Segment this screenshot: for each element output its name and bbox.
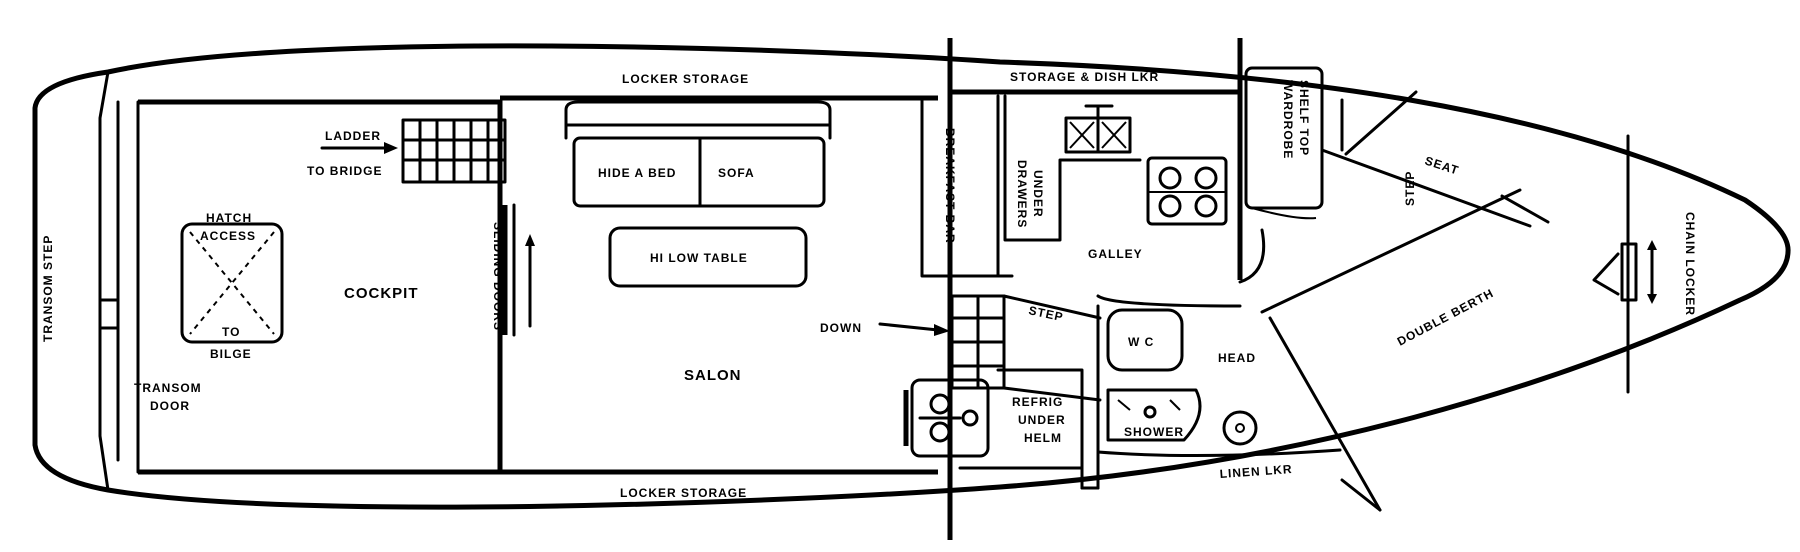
forward-cabin [1260, 98, 1550, 512]
label-to-bridge: TO BRIDGE [307, 164, 382, 178]
cockpit-area [136, 99, 503, 475]
breakfast-bar[interactable] [920, 38, 1000, 540]
label-locker-storage-top: LOCKER STORAGE [622, 72, 749, 86]
label-down: DOWN [820, 321, 862, 335]
label-refrig-under: UNDER [1018, 413, 1066, 427]
label-locker-storage-bottom: LOCKER STORAGE [620, 486, 747, 500]
head-compartment [1080, 294, 1242, 490]
label-salon: SALON [684, 367, 742, 384]
label-linen-locker: LINEN LKR [1219, 462, 1293, 481]
label-door: DOOR [150, 399, 190, 413]
label-sofa: SOFA [718, 166, 755, 180]
galley-area [950, 89, 1240, 278]
label-ladder: LADDER [325, 129, 381, 143]
label-bilge: BILGE [210, 347, 252, 361]
label-step-companionway: STEP [1027, 303, 1064, 324]
label-transom: TRANSOM [134, 381, 202, 395]
toilet-wc[interactable] [1106, 308, 1184, 372]
stove[interactable] [1146, 156, 1228, 226]
seat[interactable] [1344, 90, 1418, 156]
label-hatch-to: TO [222, 325, 240, 339]
ladder-to-bridge[interactable] [320, 118, 507, 184]
label-hi-low-table: HI LOW TABLE [650, 251, 748, 265]
label-wardrobe: WARDROBE [1281, 80, 1295, 159]
label-hatch: HATCH [206, 211, 252, 225]
label-double-berth: DOUBLE BERTH [1395, 286, 1496, 349]
label-step-forward: STEP [1403, 171, 1417, 206]
label-refrig-helm: HELM [1024, 431, 1062, 445]
shower[interactable] [1106, 388, 1202, 442]
helm-station[interactable] [903, 378, 990, 458]
sink[interactable] [1064, 104, 1132, 154]
label-wc: W C [1128, 335, 1154, 349]
chain-locker[interactable] [1592, 134, 1657, 394]
wardrobe[interactable] [1237, 38, 1324, 284]
label-head: HEAD [1218, 351, 1256, 365]
label-access: ACCESS [200, 229, 256, 243]
label-storage-dish-locker: STORAGE & DISH LKR [1010, 70, 1159, 84]
hull-outline [32, 43, 1791, 510]
label-refrig: REFRIG [1012, 395, 1063, 409]
label-drawers-under: UNDER [1031, 170, 1045, 218]
hatch-access-to-bilge[interactable] [180, 222, 284, 344]
label-seat: SEAT [1423, 154, 1461, 178]
label-transom-step: TRANSOM STEP [41, 235, 55, 342]
label-sliding-doors: SLIDING DOORS [491, 222, 505, 331]
label-shower: SHOWER [1124, 425, 1184, 439]
refrigerator-under-helm[interactable] [958, 368, 1084, 490]
companionway-steps[interactable] [878, 294, 1102, 402]
linen-locker[interactable] [1096, 410, 1342, 458]
hide-a-bed-sofa[interactable] [564, 100, 832, 208]
salon-area [500, 95, 938, 475]
label-cockpit: COCKPIT [344, 285, 419, 302]
hi-low-table[interactable] [608, 226, 808, 288]
label-drawers: DRAWERS [1015, 160, 1029, 228]
sliding-doors[interactable] [502, 203, 535, 337]
label-chain-locker: CHAIN LOCKER [1683, 212, 1697, 316]
label-galley: GALLEY [1088, 247, 1143, 261]
label-hide-a-bed: HIDE A BED [598, 166, 676, 180]
label-breakfast-bar: BREAKFAST BAR [943, 128, 957, 244]
label-wardrobe-shelf-top: SHELF TOP [1297, 80, 1311, 156]
